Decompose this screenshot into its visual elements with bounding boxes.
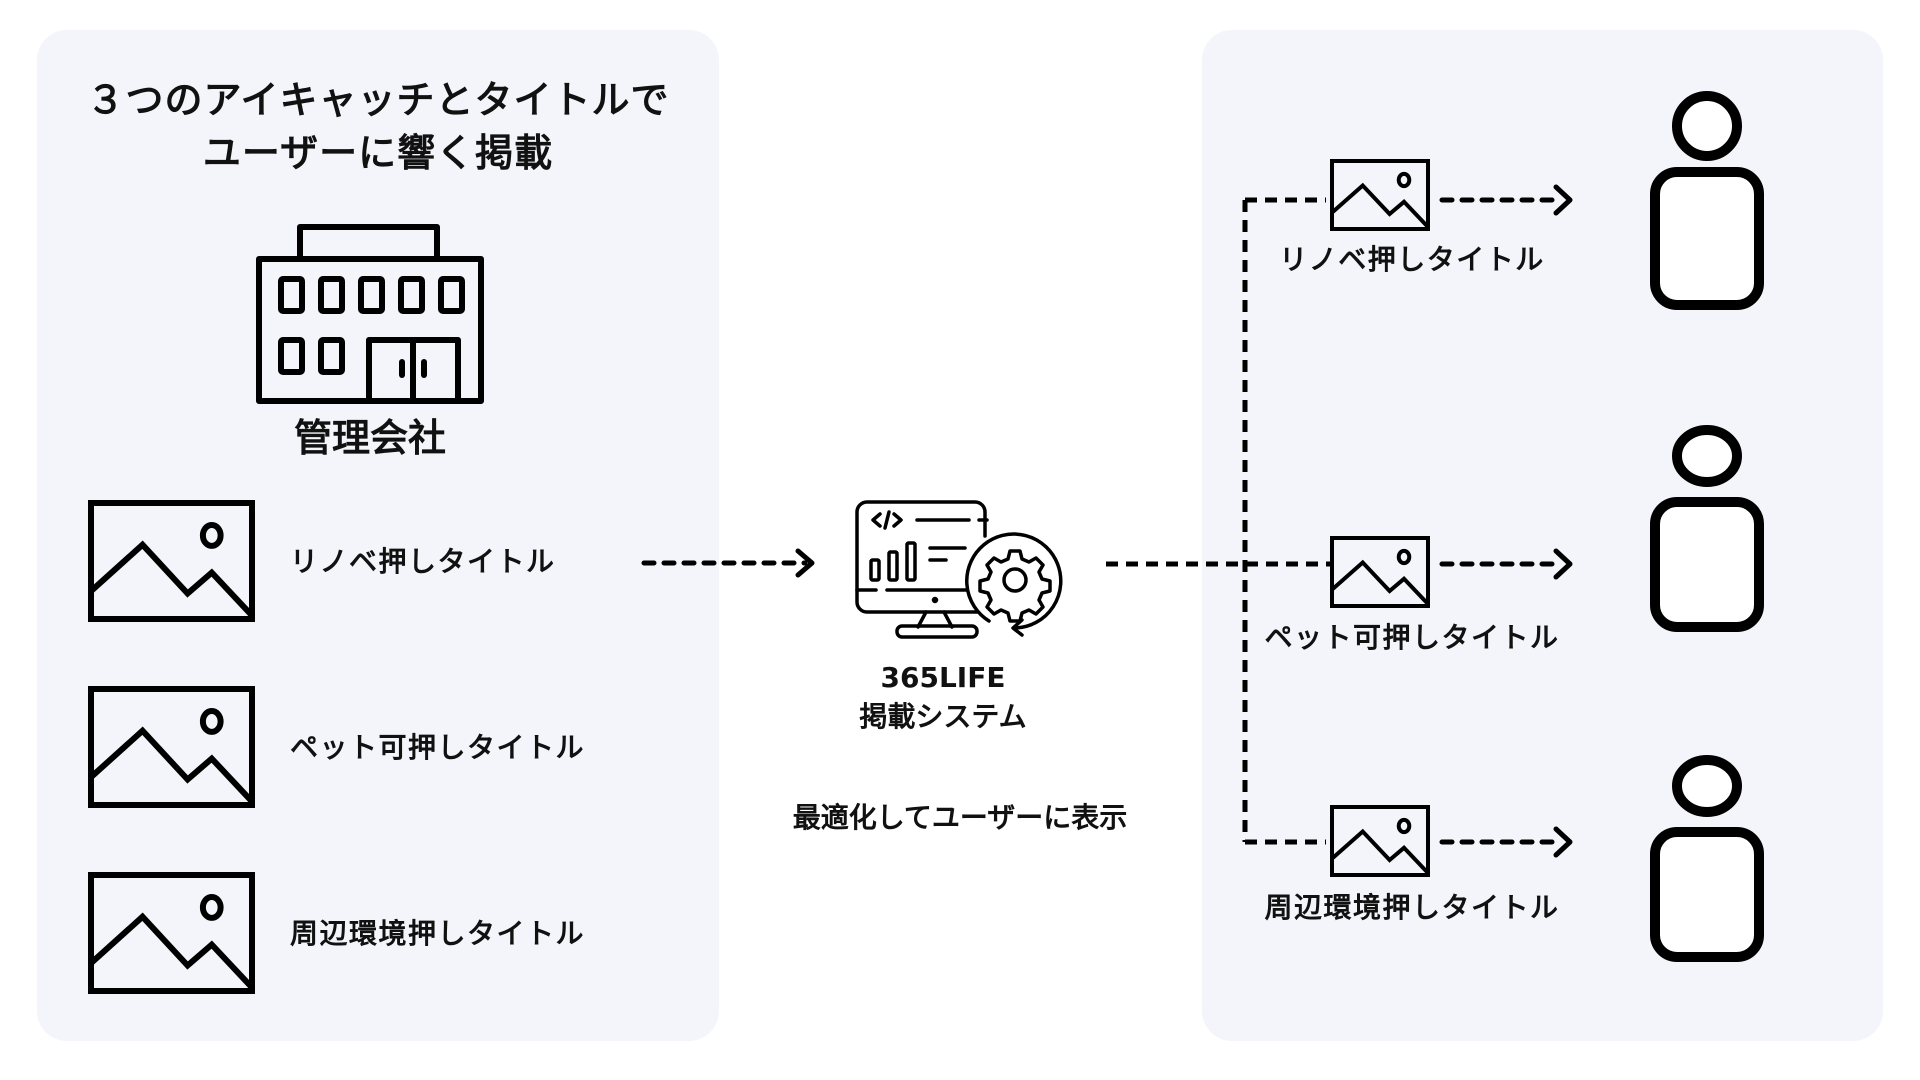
source-item-label: リノベ押しタイトル bbox=[290, 545, 556, 578]
monitor-gear-icon bbox=[855, 500, 1063, 639]
page-title-line-2: ユーザーに響く掲載 bbox=[202, 131, 554, 175]
arrow-to-user bbox=[1439, 184, 1573, 216]
user-icon bbox=[1650, 91, 1764, 310]
source-item-label: ペット可押しタイトル bbox=[290, 731, 586, 764]
image-icon bbox=[1330, 159, 1430, 231]
page-title-line-1: ３つのアイキャッチとタイトルで bbox=[86, 78, 670, 122]
arrow-to-system bbox=[641, 548, 815, 578]
output-label: リノベ押しタイトル bbox=[1279, 243, 1545, 276]
output-label: ペット可押しタイトル bbox=[1264, 621, 1560, 654]
image-icon bbox=[88, 686, 255, 808]
arrow-to-user bbox=[1439, 548, 1573, 580]
distribution-lines bbox=[1106, 197, 1330, 845]
image-icon bbox=[88, 500, 255, 622]
image-icon bbox=[1330, 536, 1430, 608]
company-label: 管理会社 bbox=[293, 416, 447, 460]
user-icon bbox=[1650, 755, 1764, 962]
building-icon bbox=[256, 224, 484, 404]
system-caption: 最適化してユーザーに表示 bbox=[792, 801, 1128, 834]
source-item-label: 周辺環境押しタイトル bbox=[290, 917, 586, 950]
user-icon bbox=[1650, 425, 1764, 632]
output-label: 周辺環境押しタイトル bbox=[1264, 891, 1560, 924]
system-subtitle: 掲載システム bbox=[859, 700, 1027, 733]
arrow-to-user bbox=[1439, 826, 1573, 858]
image-icon bbox=[88, 872, 255, 994]
image-icon bbox=[1330, 805, 1430, 877]
system-name: 365LIFE bbox=[880, 661, 1006, 694]
